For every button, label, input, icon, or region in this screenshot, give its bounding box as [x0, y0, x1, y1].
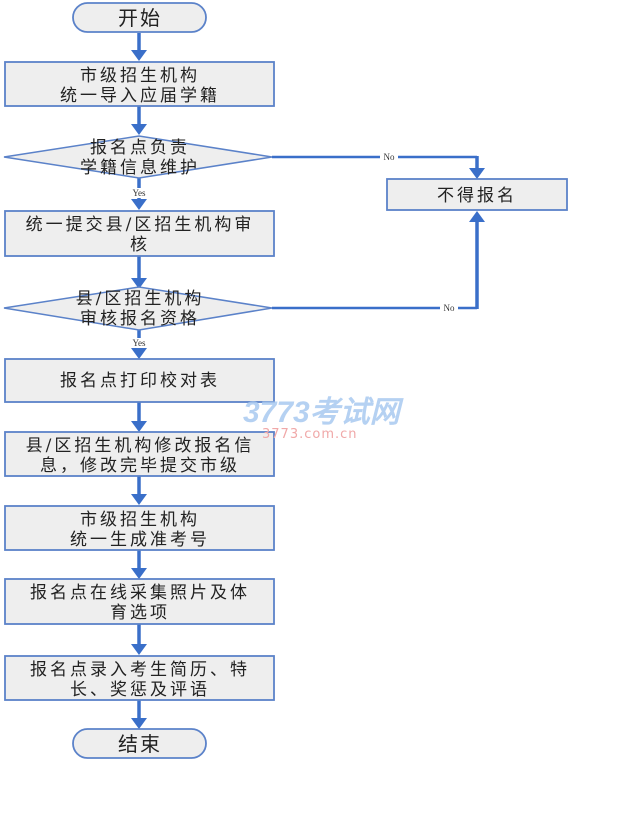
arrowhead [131, 50, 147, 61]
decision-maintain: 报名点负责 学籍信息维护 [3, 135, 273, 179]
node-text-line: 县/区招生机构修改报名信 [26, 436, 255, 456]
process-photo-sports: 报名点在线采集照片及体 育选项 [4, 578, 275, 625]
node-text-line: 县/区招生机构 [76, 289, 205, 309]
arrowhead [131, 199, 147, 210]
decision-county: 县/区招生机构 审核报名资格 [3, 286, 273, 331]
edge-label-yes-1: Yes [132, 188, 146, 198]
process-print-check: 报名点打印校对表 [4, 358, 275, 403]
edge-label-no-2: No [444, 303, 455, 313]
arrowhead [131, 718, 147, 729]
arrowhead [131, 421, 147, 432]
end-terminal: 结束 [72, 728, 207, 759]
node-text-line: 育选项 [110, 603, 170, 623]
node-text-line: 报名点在线采集照片及体 [30, 583, 250, 603]
node-text-line: 统一导入应届学籍 [60, 86, 220, 106]
process-city-generate: 市级招生机构 统一生成准考号 [4, 505, 275, 551]
node-text-line: 不得报名 [437, 186, 517, 206]
arrowhead [131, 348, 147, 359]
node-text-line: 息，修改完毕提交市级 [40, 456, 240, 476]
end-label: 结束 [118, 732, 162, 756]
process-submit-county: 统一提交县/区招生机构审 核 [4, 210, 275, 257]
node-text-line: 市级招生机构 [80, 510, 200, 530]
arrowhead [469, 168, 485, 179]
edge-labels: Yes No Yes No [129, 152, 458, 348]
start-label: 开始 [118, 6, 162, 30]
watermark-brand: 3773考试网 [243, 396, 404, 429]
arrowhead [131, 494, 147, 505]
arrowhead [469, 211, 485, 222]
edge-label-no-1: No [384, 152, 395, 162]
watermark-url: 3773.com.cn [262, 427, 358, 442]
node-text-line: 统一生成准考号 [70, 530, 210, 550]
node-text-line: 核 [130, 235, 150, 255]
process-city-import: 市级招生机构 统一导入应届学籍 [4, 61, 275, 107]
node-text-line: 统一提交县/区招生机构审 [26, 215, 255, 235]
node-text-line: 报名点录入考生简历、特 [30, 660, 250, 680]
process-county-modify: 县/区招生机构修改报名信 息，修改完毕提交市级 [4, 431, 275, 477]
watermark: 3773考试网 3773.com.cn [243, 396, 404, 442]
edges [131, 33, 485, 729]
node-text-line: 报名点打印校对表 [60, 371, 220, 391]
process-resume-entry: 报名点录入考生简历、特 长、奖惩及评语 [4, 655, 275, 701]
node-text-line: 报名点负责 [90, 138, 190, 158]
node-text-line: 审核报名资格 [80, 309, 200, 329]
node-text-line: 学籍信息维护 [80, 158, 200, 178]
arrowhead [131, 124, 147, 135]
arrowhead [131, 644, 147, 655]
start-terminal: 开始 [72, 2, 207, 33]
node-text-line: 长、奖惩及评语 [70, 680, 210, 700]
edge-label-yes-2: Yes [132, 338, 146, 348]
process-reject: 不得报名 [386, 178, 568, 211]
arrowhead [131, 278, 147, 289]
arrowhead [131, 568, 147, 579]
node-text-line: 市级招生机构 [80, 66, 200, 86]
